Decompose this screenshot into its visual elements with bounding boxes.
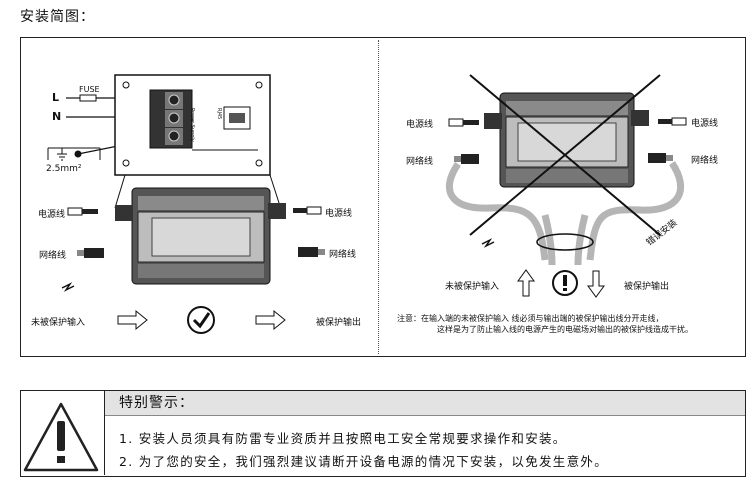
fuse-symbol — [79, 94, 97, 102]
power-plug-icon — [306, 206, 322, 215]
ground-size-label: 2.5mm² — [46, 164, 82, 174]
network-plug-icon — [454, 154, 479, 164]
arrow-right-icon — [255, 309, 286, 331]
network-cable-label: 网络线 — [329, 250, 357, 260]
protector-device-left — [115, 187, 286, 285]
cable-bundle-ring — [536, 233, 594, 251]
unprotected-input-label: 未被保护输入 — [445, 282, 500, 292]
screw-hole — [255, 81, 263, 89]
power-cable-label: 电源线 — [325, 209, 353, 219]
input-cable — [445, 162, 549, 261]
power-plug-icon — [671, 117, 687, 126]
line-n-label: N — [52, 110, 62, 123]
power-cable-label: 电源线 — [38, 210, 66, 220]
network-cable-label: 网络线 — [39, 251, 67, 261]
power-plug-icon — [448, 118, 464, 127]
arrow-up-icon — [517, 269, 535, 297]
arrow-right-icon — [117, 309, 148, 331]
protected-output-label: 被保护输出 — [316, 318, 362, 328]
power-cable-label: 电源线 — [691, 119, 719, 129]
fuse-label: FUSE — [79, 85, 100, 94]
warning-icon-cell — [21, 391, 105, 475]
network-cable-label: 网络线 — [406, 157, 434, 167]
unprotected-input-label: 未被保护输入 — [31, 318, 86, 328]
note-line-2: 这样是为了防止输入线的电源产生的电磁场对输出的被保护线造成干扰。 — [437, 325, 693, 334]
warning-item-2: 2. 为了您的安全，我们强烈建议请断开设备电源的情况下安装，以免发生意外。 — [119, 454, 609, 469]
protector-device-right — [484, 92, 649, 188]
callout-line-left — [114, 174, 126, 209]
warning-heading: 特别警示： — [105, 391, 745, 416]
installation-note: 注意：在输入端的未被保护输入 线必须与输出端的被保护输出线分开走线， 这样是为了… — [397, 313, 693, 335]
surge-bolt-icon — [481, 238, 495, 248]
screw-hole — [122, 81, 130, 89]
page-title: 安装简图： — [20, 9, 95, 25]
line-l-label: L — [52, 91, 60, 104]
rj45-label: RJ45 — [216, 108, 222, 120]
diagram-panel — [20, 37, 746, 357]
warning-item-1: 1. 安装人员须具有防雷专业资质并且按照电工安全常规要求操作和安装。 — [119, 431, 567, 446]
network-plug-icon — [77, 248, 104, 258]
network-plug-icon — [298, 247, 325, 257]
ground-icon — [57, 148, 67, 161]
power-supply-label: Power Supply — [189, 108, 195, 142]
callout-line-right — [269, 174, 281, 207]
surge-bolt-icon — [61, 282, 75, 292]
screw-hole — [122, 159, 130, 167]
network-cable-label: 网络线 — [691, 156, 719, 166]
note-line-1: 注意：在输入端的未被保护输入 线必须与输出端的被保护输出线分开走线， — [397, 314, 664, 323]
power-plug-icon — [67, 207, 83, 216]
network-plug-icon — [648, 153, 673, 163]
output-cable — [586, 161, 685, 261]
checkmark-icon — [187, 306, 215, 334]
protected-output-label: 被保护输出 — [624, 282, 670, 292]
power-cable-label: 电源线 — [406, 120, 434, 130]
special-warning-box: 特别警示： 1. 安装人员须具有防雷专业资质并且按照电工安全常规要求操作和安装。… — [20, 390, 746, 477]
wrong-cross-line — [469, 74, 661, 236]
panel-divider — [378, 40, 379, 354]
arrow-down-icon — [587, 270, 605, 298]
screw-hole — [255, 159, 263, 167]
